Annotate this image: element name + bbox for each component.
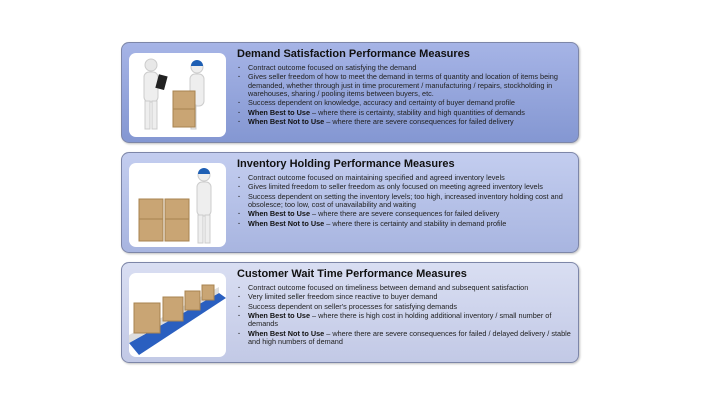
bullet: Success dependent on knowledge, accuracy…: [237, 98, 574, 107]
bullet: Contract outcome focused on satisfying t…: [237, 63, 574, 72]
bullet-best-to-use: When Best to Use – where there are sever…: [237, 210, 574, 219]
bullet-best-not-to-use: When Best Not to Use – where there is ce…: [237, 219, 574, 228]
panel-title: Demand Satisfaction Performance Measures: [237, 48, 470, 60]
panel-inventory-holding: Inventory Holding Performance Measures C…: [121, 152, 579, 253]
panel-customer-wait-time: Customer Wait Time Performance Measures …: [121, 262, 579, 363]
panel-demand-satisfaction: Demand Satisfaction Performance Measures…: [121, 42, 579, 143]
bullet: Gives seller freedom of how to meet the …: [237, 73, 574, 98]
bullet: Contract outcome focused on timeliness b…: [237, 283, 574, 292]
panel-title: Customer Wait Time Performance Measures: [237, 268, 467, 280]
bullet-best-not-to-use: When Best Not to Use – where there are s…: [237, 117, 574, 126]
bullet-best-not-to-use: When Best Not to Use – where there are s…: [237, 329, 574, 346]
figure-with-boxes-image: [129, 163, 226, 247]
bullet: Success dependent on setting the invento…: [237, 192, 574, 209]
panel-title: Inventory Holding Performance Measures: [237, 158, 455, 170]
bullet: Gives limited freedom to seller freedom …: [237, 183, 574, 192]
bullet: Very limited seller freedom since reacti…: [237, 293, 574, 302]
conveyor-boxes-image: [129, 273, 226, 357]
bullet-best-to-use: When Best to Use – where there is certai…: [237, 108, 574, 117]
bullet: Success dependent on seller's processes …: [237, 302, 574, 311]
bullet-best-to-use: When Best to Use – where there is high c…: [237, 312, 574, 329]
figures-with-boxes-image: [129, 53, 226, 137]
bullet: Contract outcome focused on maintaining …: [237, 173, 574, 182]
